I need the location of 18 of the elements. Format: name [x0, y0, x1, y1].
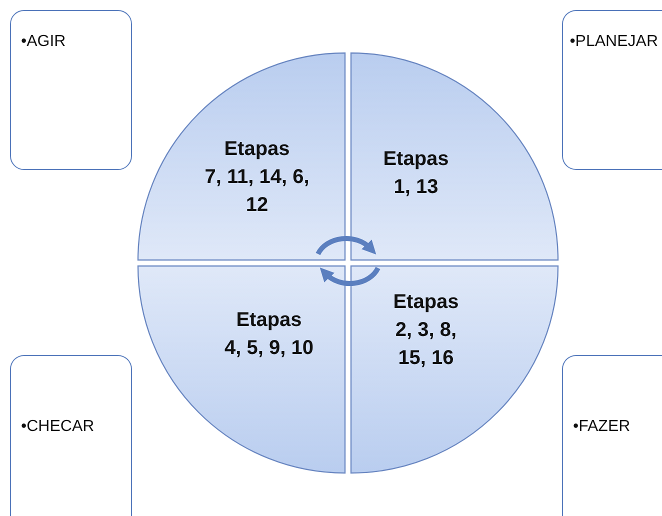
- phase-label: •PLANEJAR: [570, 33, 658, 50]
- curved-arrow: [319, 266, 380, 286]
- stage-numbers: 4, 5, 9, 10: [224, 336, 314, 361]
- stage-numbers: 1, 13: [392, 175, 440, 200]
- curved-arrow: [316, 236, 377, 256]
- rounded-card: [562, 10, 662, 170]
- phase-label: •CHECAR: [21, 418, 94, 435]
- stage-heading: Etapas: [235, 308, 303, 333]
- stage-numbers: 7, 11, 14, 6, 12: [204, 165, 310, 218]
- stage-numbers: 2, 3, 8, 15, 16: [394, 318, 458, 371]
- rounded-card: [10, 355, 132, 516]
- phase-label: •FAZER: [573, 418, 630, 435]
- rounded-card: [10, 10, 132, 170]
- stage-heading: Etapas: [382, 147, 450, 172]
- stage-heading: Etapas: [223, 137, 291, 162]
- stage-heading: Etapas: [392, 290, 460, 315]
- phase-label: •AGIR: [21, 33, 66, 50]
- rounded-card: [562, 355, 662, 516]
